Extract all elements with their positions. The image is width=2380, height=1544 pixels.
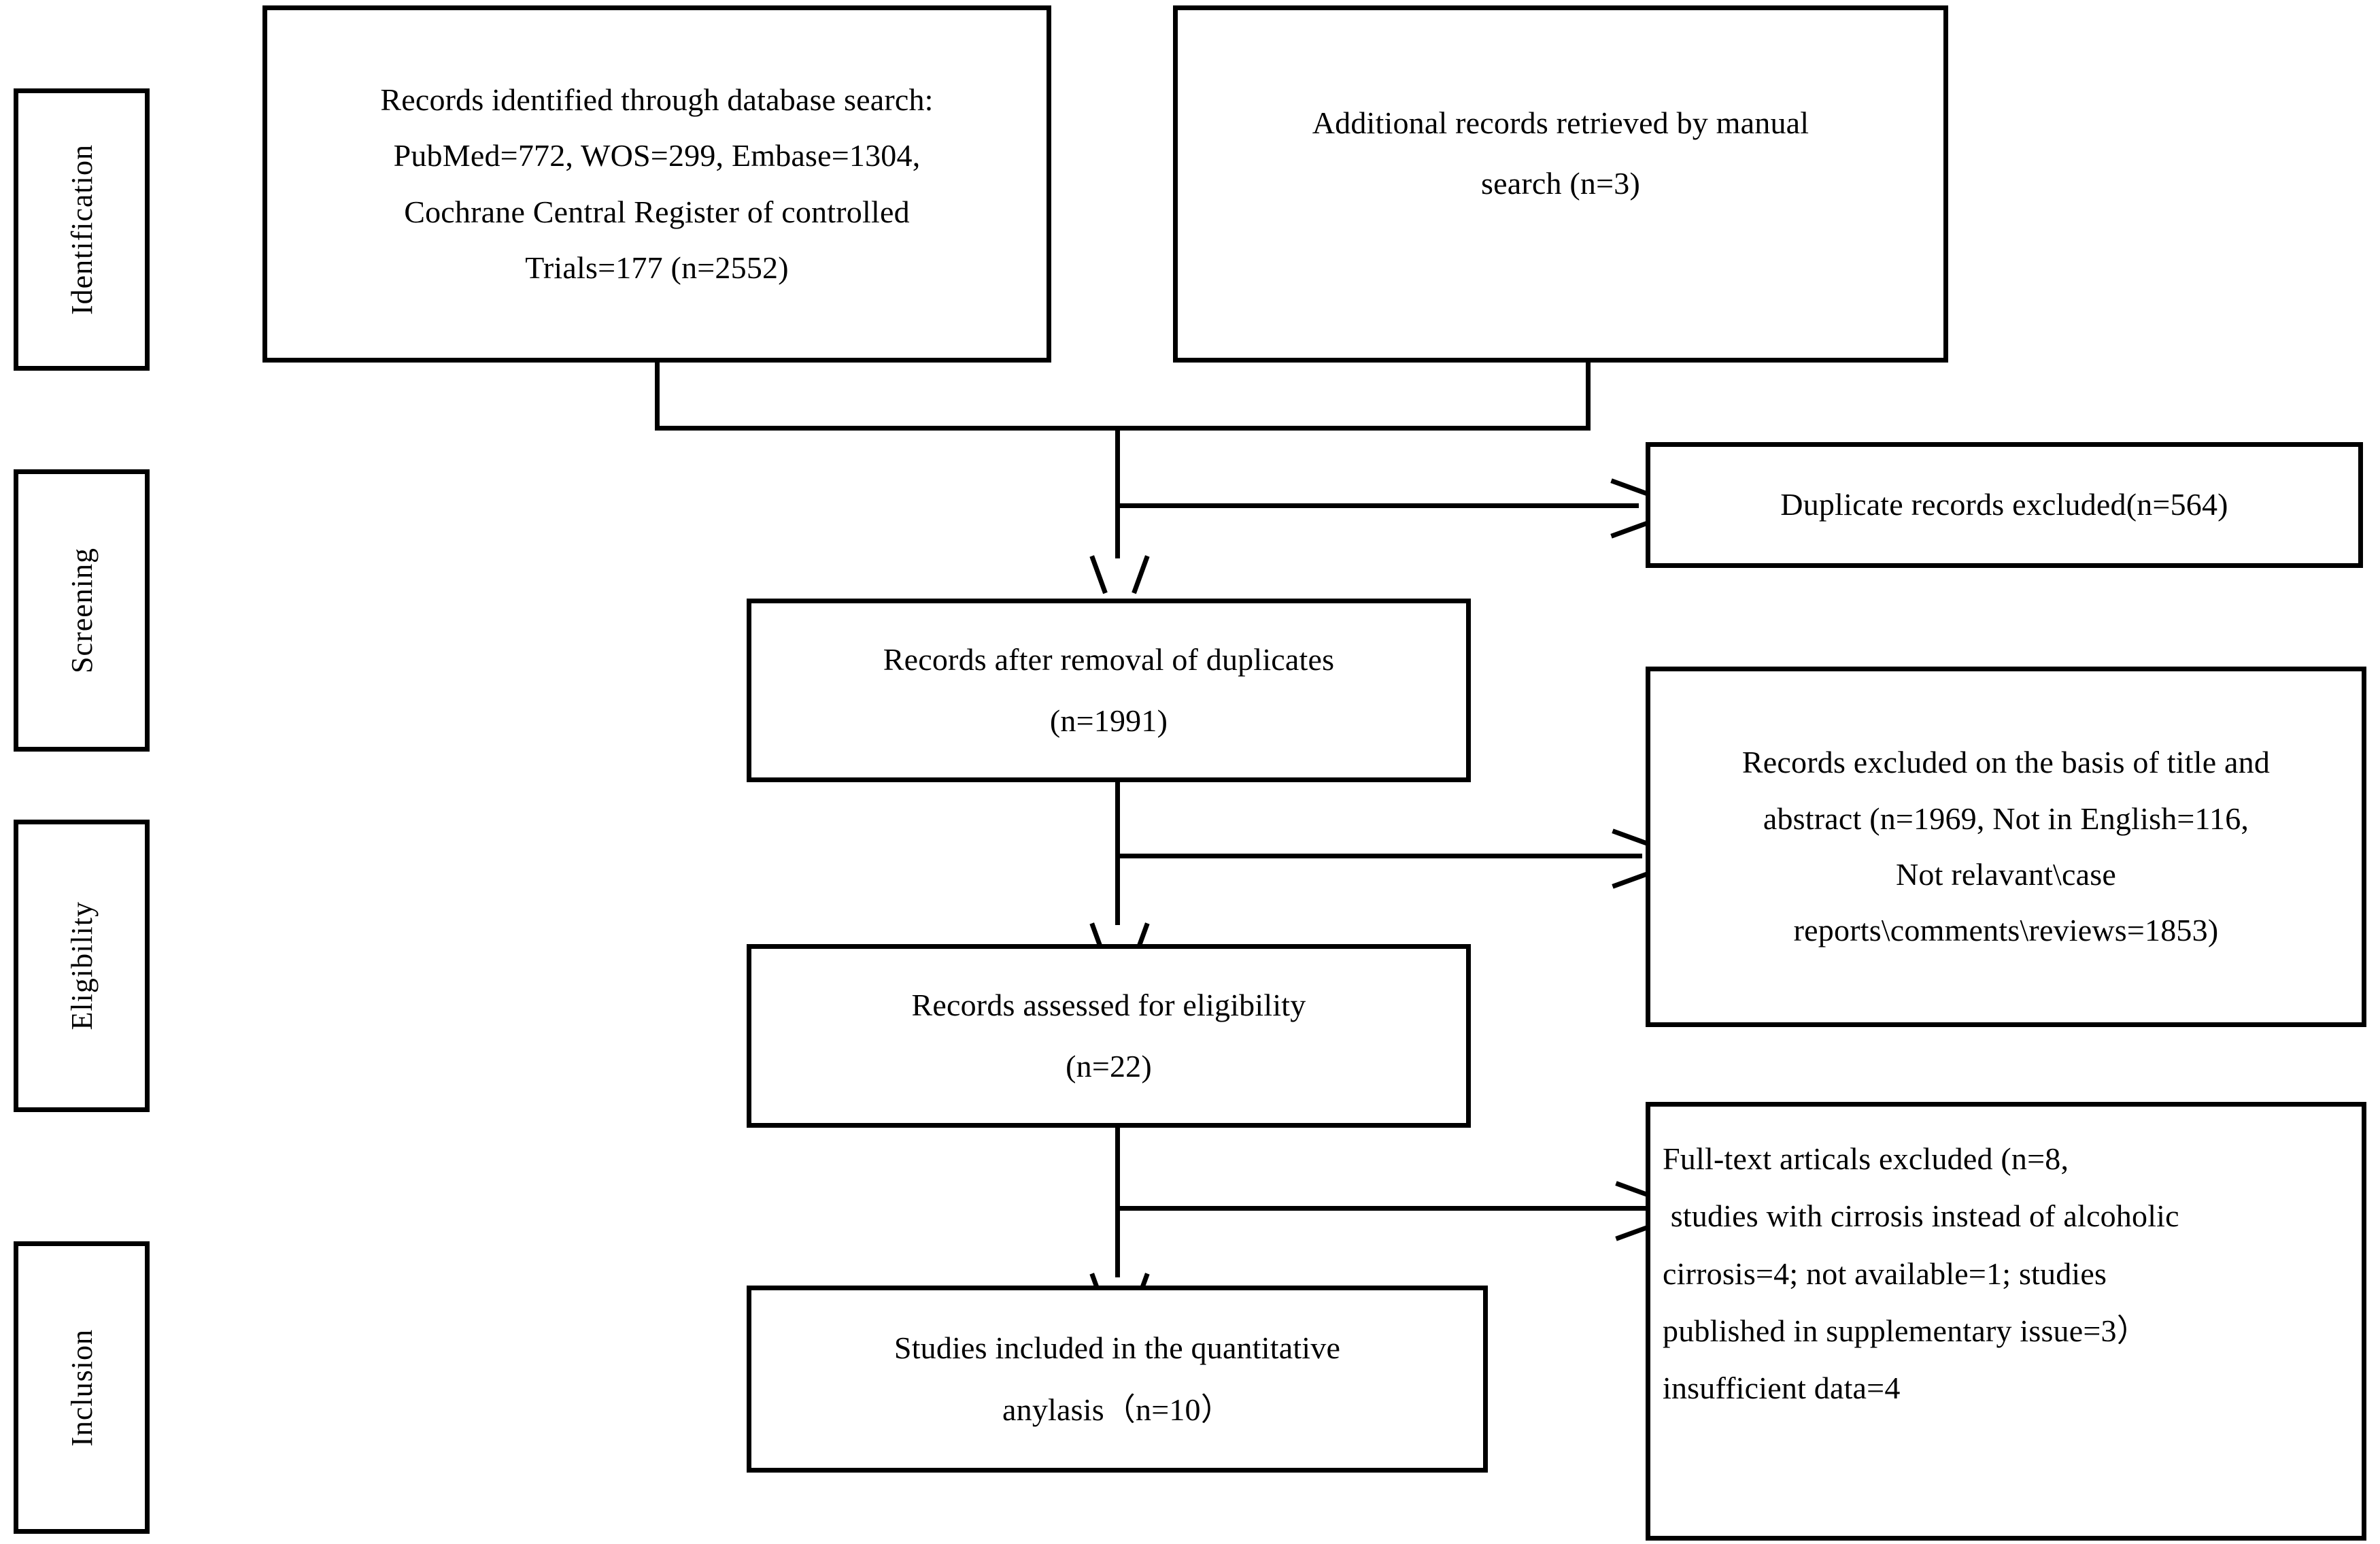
stage-label-identification: Identification <box>65 144 99 315</box>
box-records-identified-database-search: Records identified through database sear… <box>262 5 1051 363</box>
box-records-after-removal-of-duplicates: Records after removal of duplicates (n=1… <box>747 599 1471 782</box>
manual-search-line-1: Additional records retrieved by manual <box>1312 105 1809 141</box>
box-records-excluded-title-abstract: Records excluded on the basis of title a… <box>1646 667 2366 1027</box>
connector-branch-to-duplicates-excluded <box>1115 503 1639 508</box>
db-search-line-4: Trials=177 (n=2552) <box>525 250 789 285</box>
stage-box-eligibility: Eligibility <box>14 820 150 1112</box>
box-duplicate-records-excluded: Duplicate records excluded(n=564) <box>1646 442 2363 568</box>
db-search-line-2: PubMed=772, WOS=299, Embase=1304, <box>393 138 921 173</box>
assessed-eligibility-line-2: (n=22) <box>1066 1049 1152 1084</box>
stage-box-screening: Screening <box>14 469 150 752</box>
fulltext-excluded-line-1: Full-text articals excluded (n=8, <box>1663 1141 2069 1176</box>
title-abstract-line-3: Not relavant\case <box>1896 857 2116 892</box>
stage-label-inclusion: Inclusion <box>65 1328 99 1447</box>
stage-label-screening: Screening <box>65 548 99 673</box>
connector-trunk-to-after-duplicates <box>1115 426 1120 558</box>
fulltext-excluded-line-4: published in supplementary issue=3） <box>1663 1313 2148 1348</box>
after-duplicates-line-2: (n=1991) <box>1049 703 1168 738</box>
connector-branch-to-fulltext-excluded <box>1115 1206 1646 1211</box>
box-full-text-articals-excluded: Full-text articals excluded (n=8, studie… <box>1646 1102 2366 1541</box>
connector-eligibility-to-included <box>1115 1128 1120 1277</box>
connector-merge-bar <box>655 426 1591 431</box>
title-abstract-line-2: abstract (n=1969, Not in English=116, <box>1763 801 2249 836</box>
stage-label-eligibility: Eligibility <box>65 901 99 1030</box>
stage-box-identification: Identification <box>14 88 150 371</box>
studies-included-line-1: Studies included in the quantitative <box>894 1330 1341 1366</box>
box-records-assessed-for-eligibility: Records assessed for eligibility (n=22) <box>747 944 1471 1128</box>
assessed-eligibility-line-1: Records assessed for eligibility <box>911 987 1306 1022</box>
stage-box-inclusion: Inclusion <box>14 1241 150 1534</box>
connector-drop-from-database-box <box>655 363 660 431</box>
fulltext-excluded-line-5: insufficient data=4 <box>1663 1371 1901 1406</box>
after-duplicates-line-1: Records after removal of duplicates <box>883 641 1335 677</box>
db-search-line-3: Cochrane Central Register of controlled <box>404 194 910 229</box>
manual-search-line-2: search (n=3) <box>1481 165 1640 201</box>
title-abstract-line-4: reports\comments\reviews=1853) <box>1793 913 2219 948</box>
db-search-line-1: Records identified through database sear… <box>380 82 934 117</box>
connector-drop-from-manual-box <box>1586 363 1591 431</box>
title-abstract-line-1: Records excluded on the basis of title a… <box>1741 745 2271 780</box>
connector-branch-to-title-abstract-excluded <box>1115 854 1642 858</box>
fulltext-excluded-line-3: cirrosis=4; not available=1; studies <box>1663 1256 2107 1291</box>
studies-included-line-2: anylasis（n=10） <box>1002 1392 1232 1427</box>
duplicates-excluded-line-1: Duplicate records excluded(n=564) <box>1780 487 2228 522</box>
box-additional-records-manual-search: Additional records retrieved by manual s… <box>1173 5 1948 363</box>
fulltext-excluded-line-2: studies with cirrosis instead of alcohol… <box>1663 1198 2179 1234</box>
box-studies-included-quantitative-analysis: Studies included in the quantitative any… <box>747 1286 1488 1473</box>
